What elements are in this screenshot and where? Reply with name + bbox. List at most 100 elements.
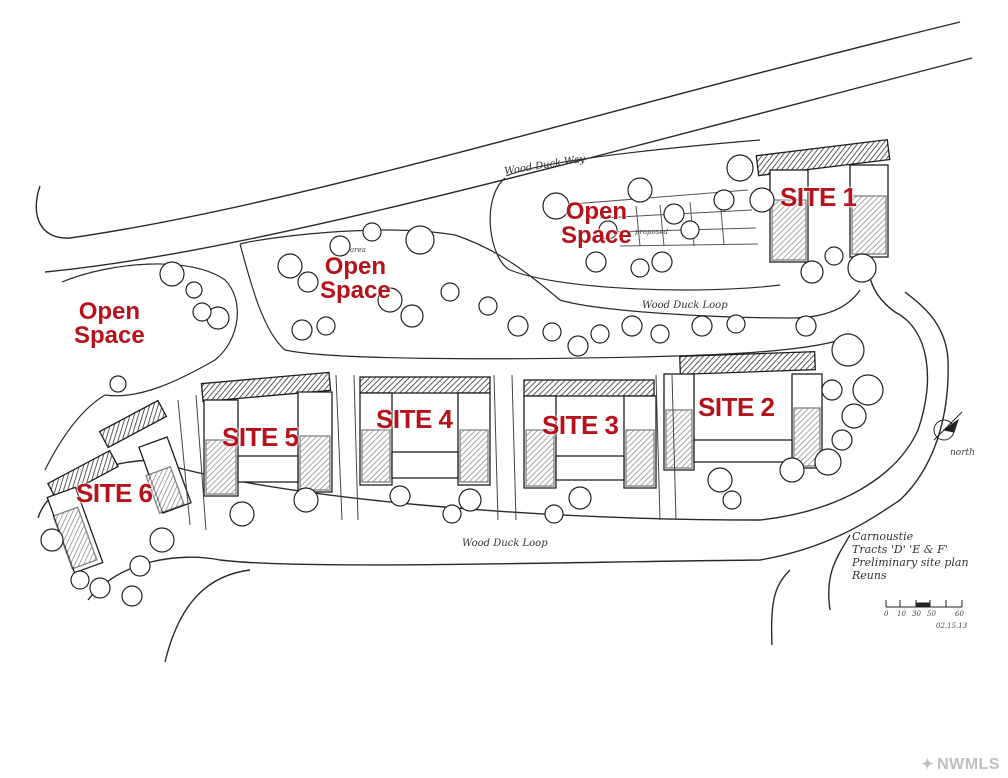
tree-icon	[650, 324, 670, 344]
tree-icon	[831, 333, 865, 367]
tree-icon	[70, 570, 90, 590]
label-open-space-center: Open Space	[320, 255, 391, 303]
open-space-north-line1: Open	[565, 198, 628, 225]
tree-icon	[229, 501, 255, 527]
tree-icon	[109, 375, 127, 393]
north-label: north	[950, 448, 975, 458]
tree-icon	[598, 220, 618, 240]
label-site-4: SITE 4	[376, 404, 453, 434]
label-site-2: SITE 2	[698, 392, 775, 422]
tree-icon	[297, 271, 319, 293]
tree-icon	[707, 467, 733, 493]
watermark-text: NWMLS	[937, 756, 1000, 773]
tree-icon	[291, 319, 313, 341]
label-site-1: SITE 1	[780, 182, 857, 212]
tree-icon	[726, 154, 754, 182]
tree-icon	[691, 315, 713, 337]
tree-icon	[89, 577, 111, 599]
scale-bar	[885, 600, 963, 608]
label-open-space-north: Open Space	[561, 200, 632, 248]
driveways	[177, 374, 677, 531]
tree-icon	[458, 488, 482, 512]
tree-icon	[507, 315, 529, 337]
small-text-proposed: proposed	[635, 228, 668, 236]
tree-icon	[129, 555, 151, 577]
label-site-3: SITE 3	[542, 410, 619, 440]
tree-icon	[651, 251, 673, 273]
tree-icon	[824, 246, 844, 266]
west-open-space-outline	[44, 263, 238, 471]
tree-icon	[831, 429, 853, 451]
tree-icon	[749, 187, 775, 213]
tree-icon	[722, 490, 742, 510]
tree-icon	[192, 302, 212, 322]
label-site-5: SITE 5	[222, 422, 299, 452]
tree-icon	[277, 253, 303, 279]
scale-tick-4: 60	[955, 610, 964, 618]
tree-icon	[795, 315, 817, 337]
tree-icon	[121, 585, 143, 607]
plan-notes: Carnoustie Tracts 'D' 'E & F' Preliminar…	[852, 530, 969, 582]
tree-icon	[726, 314, 746, 334]
plan-date: 02.15.13	[936, 622, 968, 630]
tree-icon	[568, 486, 592, 510]
note-line-3: Preliminary site plan	[852, 556, 969, 569]
tree-icon	[800, 260, 824, 284]
tree-icon	[567, 335, 589, 357]
tree-icon	[585, 251, 607, 273]
note-line-4: Reuns	[852, 569, 887, 582]
tree-icon	[40, 528, 64, 552]
nwmls-logo-icon: ✦	[920, 756, 935, 773]
scale-tick-2: 30	[912, 610, 921, 618]
nwmls-watermark: ✦NWMLS	[921, 755, 1000, 774]
scale-tick-3: 50	[927, 610, 936, 618]
tree-icon	[847, 253, 877, 283]
tree-icon	[389, 485, 411, 507]
tree-icon	[779, 457, 805, 483]
tree-icon	[440, 282, 460, 302]
tree-icon	[149, 527, 175, 553]
north-arrow-icon	[933, 411, 963, 441]
tree-icon	[362, 222, 382, 242]
building-site-1	[755, 138, 891, 263]
building-site-5	[200, 371, 333, 497]
street-label-wood-duck-loop-north: Wood Duck Loop	[642, 300, 728, 311]
tree-icon	[680, 220, 700, 240]
tree-icon	[329, 235, 351, 257]
tree-icon	[713, 189, 735, 211]
note-line-1: Carnoustie	[852, 530, 914, 543]
open-space-west-line1: Open	[78, 298, 141, 325]
tree-icon	[590, 324, 610, 344]
building-site-6	[46, 399, 192, 574]
open-space-center-line1: Open	[324, 253, 387, 280]
trees	[40, 154, 884, 607]
tree-icon	[478, 296, 498, 316]
tree-icon	[185, 281, 203, 299]
street-label-wood-duck-loop-south: Wood Duck Loop	[462, 538, 548, 549]
note-line-2: Tracts 'D' 'E & F'	[852, 543, 948, 556]
tree-icon	[821, 379, 843, 401]
tree-icon	[377, 287, 403, 313]
tree-icon	[316, 316, 336, 336]
label-open-space-west: Open Space	[74, 300, 145, 348]
open-space-north-line2: Space	[561, 222, 632, 249]
small-text-area: area	[350, 246, 366, 254]
scale-tick-1: 10	[897, 610, 906, 618]
tree-icon	[442, 504, 462, 524]
tree-icon	[405, 225, 435, 255]
label-site-6: SITE 6	[76, 478, 153, 508]
tree-icon	[542, 192, 570, 220]
tree-icon	[293, 487, 319, 513]
road-wood-duck-way	[35, 21, 973, 273]
building-site-2	[663, 350, 823, 471]
tree-icon	[663, 203, 685, 225]
tree-icon	[542, 322, 562, 342]
tree-icon	[627, 177, 653, 203]
tree-icon	[159, 261, 185, 287]
tree-icon	[621, 315, 643, 337]
scale-tick-0: 0	[884, 610, 889, 618]
open-space-west-line2: Space	[74, 322, 145, 349]
open-space-center-line2: Space	[320, 277, 391, 304]
tree-icon	[852, 374, 884, 406]
